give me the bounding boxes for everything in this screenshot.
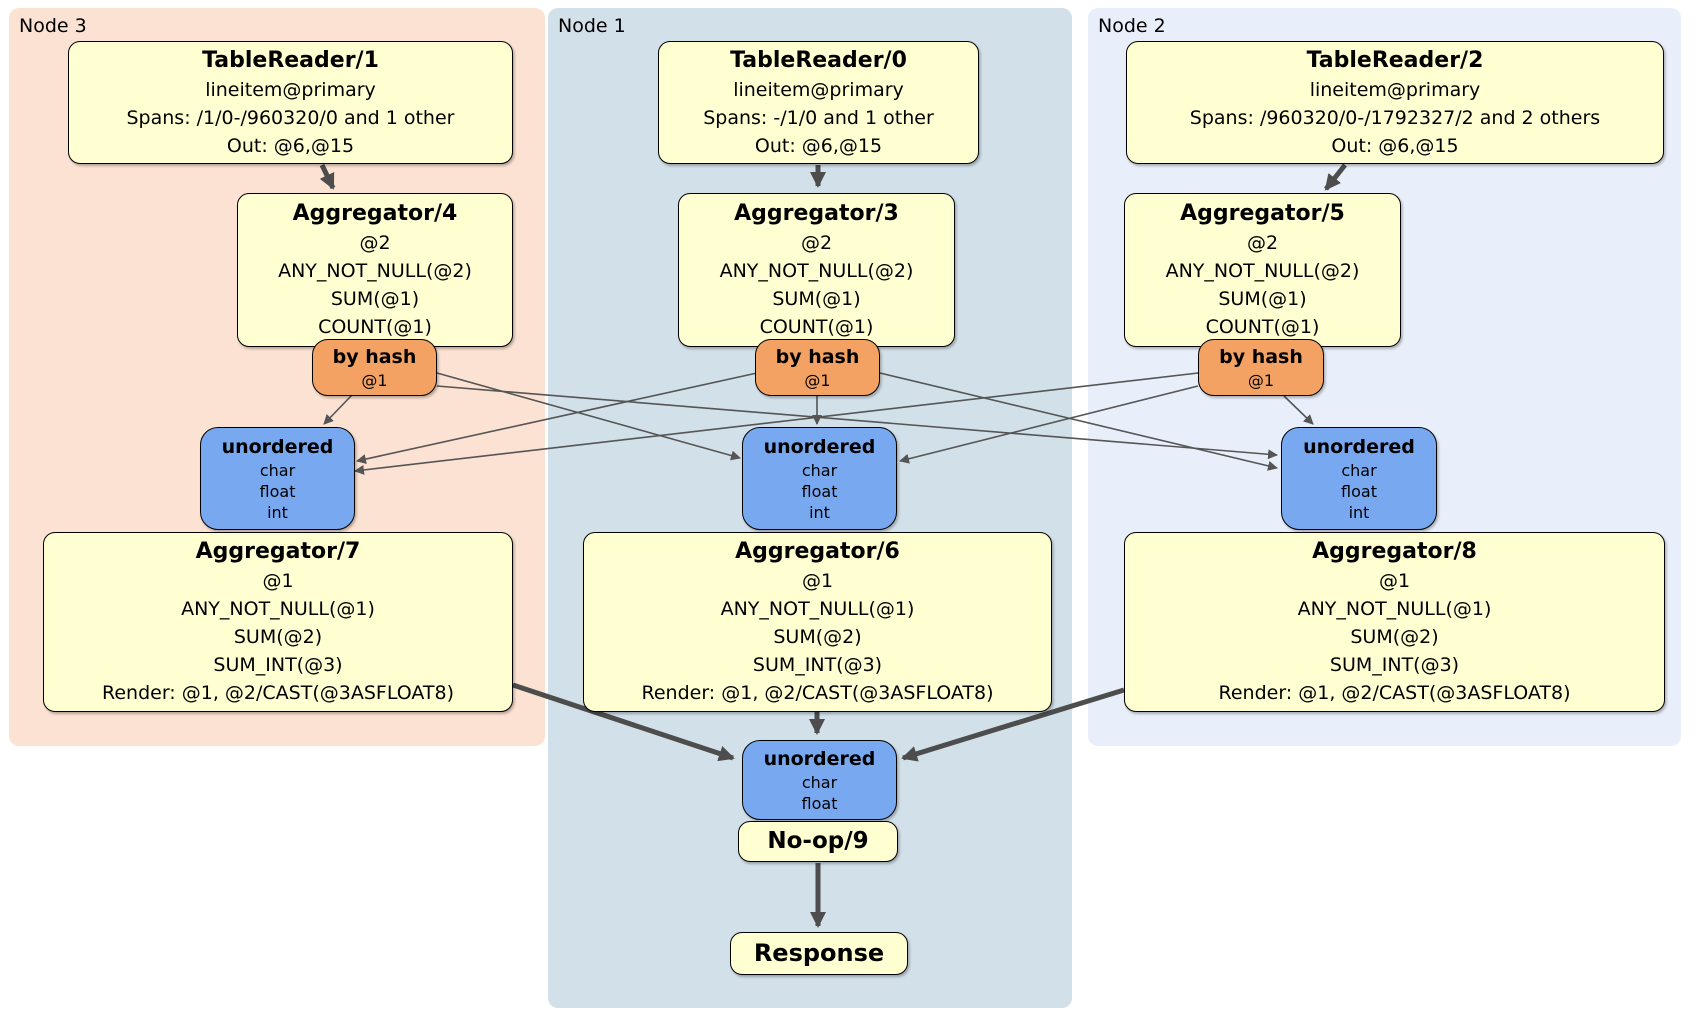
by-hash-router-right: by hash @1 (1198, 339, 1324, 396)
aggregator-5-group: @2 (1246, 232, 1279, 254)
response-title: Response (753, 939, 885, 967)
aggregator-5-fn: COUNT(@1) (1205, 316, 1320, 338)
unordered-col: char (1341, 461, 1377, 480)
unordered-col: float (259, 482, 296, 501)
tablereader-1-spans: Spans: /1/0-/960320/0 and 1 other (126, 107, 455, 129)
unordered-title: unordered (1303, 436, 1415, 458)
response-box: Response (730, 932, 908, 975)
tablereader-2-spans: Spans: /960320/0-/1792327/2 and 2 others (1189, 107, 1601, 129)
by-hash-router-left: by hash @1 (312, 339, 437, 396)
unordered-sync-mid: unordered char float int (742, 427, 897, 530)
aggregator-3-title: Aggregator/3 (734, 201, 899, 226)
unordered-title: unordered (763, 436, 876, 458)
aggregator-7-title: Aggregator/7 (195, 539, 361, 564)
node2-label: Node 2 (1098, 15, 1166, 37)
aggregator-5-box: Aggregator/5 @2 ANY_NOT_NULL(@2) SUM(@1)… (1124, 193, 1401, 347)
aggregator-7-fn: ANY_NOT_NULL(@1) (181, 598, 375, 620)
aggregator-8-fn: SUM_INT(@3) (1329, 654, 1460, 676)
by-hash-title: by hash (775, 346, 860, 368)
aggregator-6-render: Render: @1, @2/CAST(@3ASFLOAT8) (641, 682, 994, 704)
noop-9-box: No-op/9 (738, 821, 898, 862)
unordered-col: char (801, 461, 838, 480)
aggregator-7-fn: SUM_INT(@3) (213, 654, 343, 676)
tablereader-0-spans: Spans: -/1/0 and 1 other (703, 107, 934, 129)
unordered-title: unordered (763, 748, 876, 770)
aggregator-6-box: Aggregator/6 @1 ANY_NOT_NULL(@1) SUM(@2)… (583, 532, 1052, 712)
unordered-sync-left: unordered char float int (200, 427, 355, 530)
aggregator-4-fn: SUM(@1) (330, 288, 420, 310)
aggregator-7-fn: SUM(@2) (233, 626, 323, 648)
aggregator-5-title: Aggregator/5 (1180, 201, 1345, 226)
aggregator-3-fn: SUM(@1) (772, 288, 861, 310)
tablereader-0-index: lineitem@primary (733, 79, 904, 101)
aggregator-8-fn: ANY_NOT_NULL(@1) (1297, 598, 1492, 620)
aggregator-4-fn: ANY_NOT_NULL(@2) (278, 260, 472, 282)
aggregator-6-title: Aggregator/6 (735, 539, 900, 564)
unordered-sync-right: unordered char float int (1281, 427, 1437, 530)
tablereader-2-index: lineitem@primary (1309, 79, 1481, 101)
unordered-col: char (801, 773, 838, 792)
unordered-col: float (801, 794, 838, 813)
aggregator-7-box: Aggregator/7 @1 ANY_NOT_NULL(@1) SUM(@2)… (43, 532, 513, 712)
unordered-title: unordered (221, 436, 334, 458)
node1-label: Node 1 (558, 15, 626, 37)
aggregator-5-fn: ANY_NOT_NULL(@2) (1165, 260, 1360, 282)
aggregator-3-box: Aggregator/3 @2 ANY_NOT_NULL(@2) SUM(@1)… (678, 193, 955, 347)
tablereader-1-out: Out: @6,@15 (226, 135, 355, 157)
node3-label: Node 3 (19, 15, 87, 37)
tablereader-2-out: Out: @6,@15 (1331, 135, 1459, 157)
tablereader-2-title: TableReader/2 (1306, 48, 1484, 73)
aggregator-4-box: Aggregator/4 @2 ANY_NOT_NULL(@2) SUM(@1)… (237, 193, 513, 347)
by-hash-key: @1 (361, 371, 388, 390)
aggregator-6-fn: SUM_INT(@3) (752, 654, 883, 676)
aggregator-8-box: Aggregator/8 @1 ANY_NOT_NULL(@1) SUM(@2)… (1124, 532, 1665, 712)
tablereader-0-title: TableReader/0 (730, 48, 907, 73)
tablereader-0-out: Out: @6,@15 (754, 135, 883, 157)
aggregator-8-group: @1 (1378, 570, 1411, 592)
aggregator-4-title: Aggregator/4 (292, 201, 458, 226)
tablereader-1-title: TableReader/1 (202, 48, 379, 73)
aggregator-7-render: Render: @1, @2/CAST(@3ASFLOAT8) (102, 682, 454, 704)
tablereader-1-box: TableReader/1 lineitem@primary Spans: /1… (68, 41, 513, 164)
tablereader-0-box: TableReader/0 lineitem@primary Spans: -/… (658, 41, 979, 164)
by-hash-router-mid: by hash @1 (755, 339, 880, 396)
unordered-col: float (801, 482, 838, 501)
aggregator-6-fn: ANY_NOT_NULL(@1) (720, 598, 915, 620)
unordered-col: float (1341, 482, 1377, 501)
tablereader-1-index: lineitem@primary (205, 79, 376, 101)
aggregator-4-group: @2 (359, 232, 391, 254)
aggregator-7-group: @1 (262, 570, 294, 592)
unordered-col: int (1348, 503, 1370, 522)
tablereader-2-box: TableReader/2 lineitem@primary Spans: /9… (1126, 41, 1664, 164)
aggregator-3-fn: COUNT(@1) (759, 316, 874, 338)
unordered-col: int (809, 503, 830, 522)
aggregator-5-fn: SUM(@1) (1218, 288, 1307, 310)
aggregator-4-fn: COUNT(@1) (318, 316, 432, 338)
by-hash-key: @1 (804, 371, 831, 390)
aggregator-3-group: @2 (800, 232, 833, 254)
noop-9-title: No-op/9 (767, 828, 869, 854)
by-hash-key: @1 (1247, 371, 1275, 390)
aggregator-6-fn: SUM(@2) (773, 626, 862, 648)
by-hash-title: by hash (1219, 346, 1303, 368)
unordered-col: char (259, 461, 296, 480)
aggregator-3-fn: ANY_NOT_NULL(@2) (719, 260, 914, 282)
unordered-col: int (267, 503, 288, 522)
aggregator-6-group: @1 (801, 570, 834, 592)
aggregator-8-render: Render: @1, @2/CAST(@3ASFLOAT8) (1218, 682, 1571, 704)
unordered-sync-final: unordered char float (742, 740, 897, 820)
aggregator-8-title: Aggregator/8 (1312, 539, 1477, 564)
by-hash-title: by hash (332, 346, 417, 368)
aggregator-8-fn: SUM(@2) (1350, 626, 1439, 648)
